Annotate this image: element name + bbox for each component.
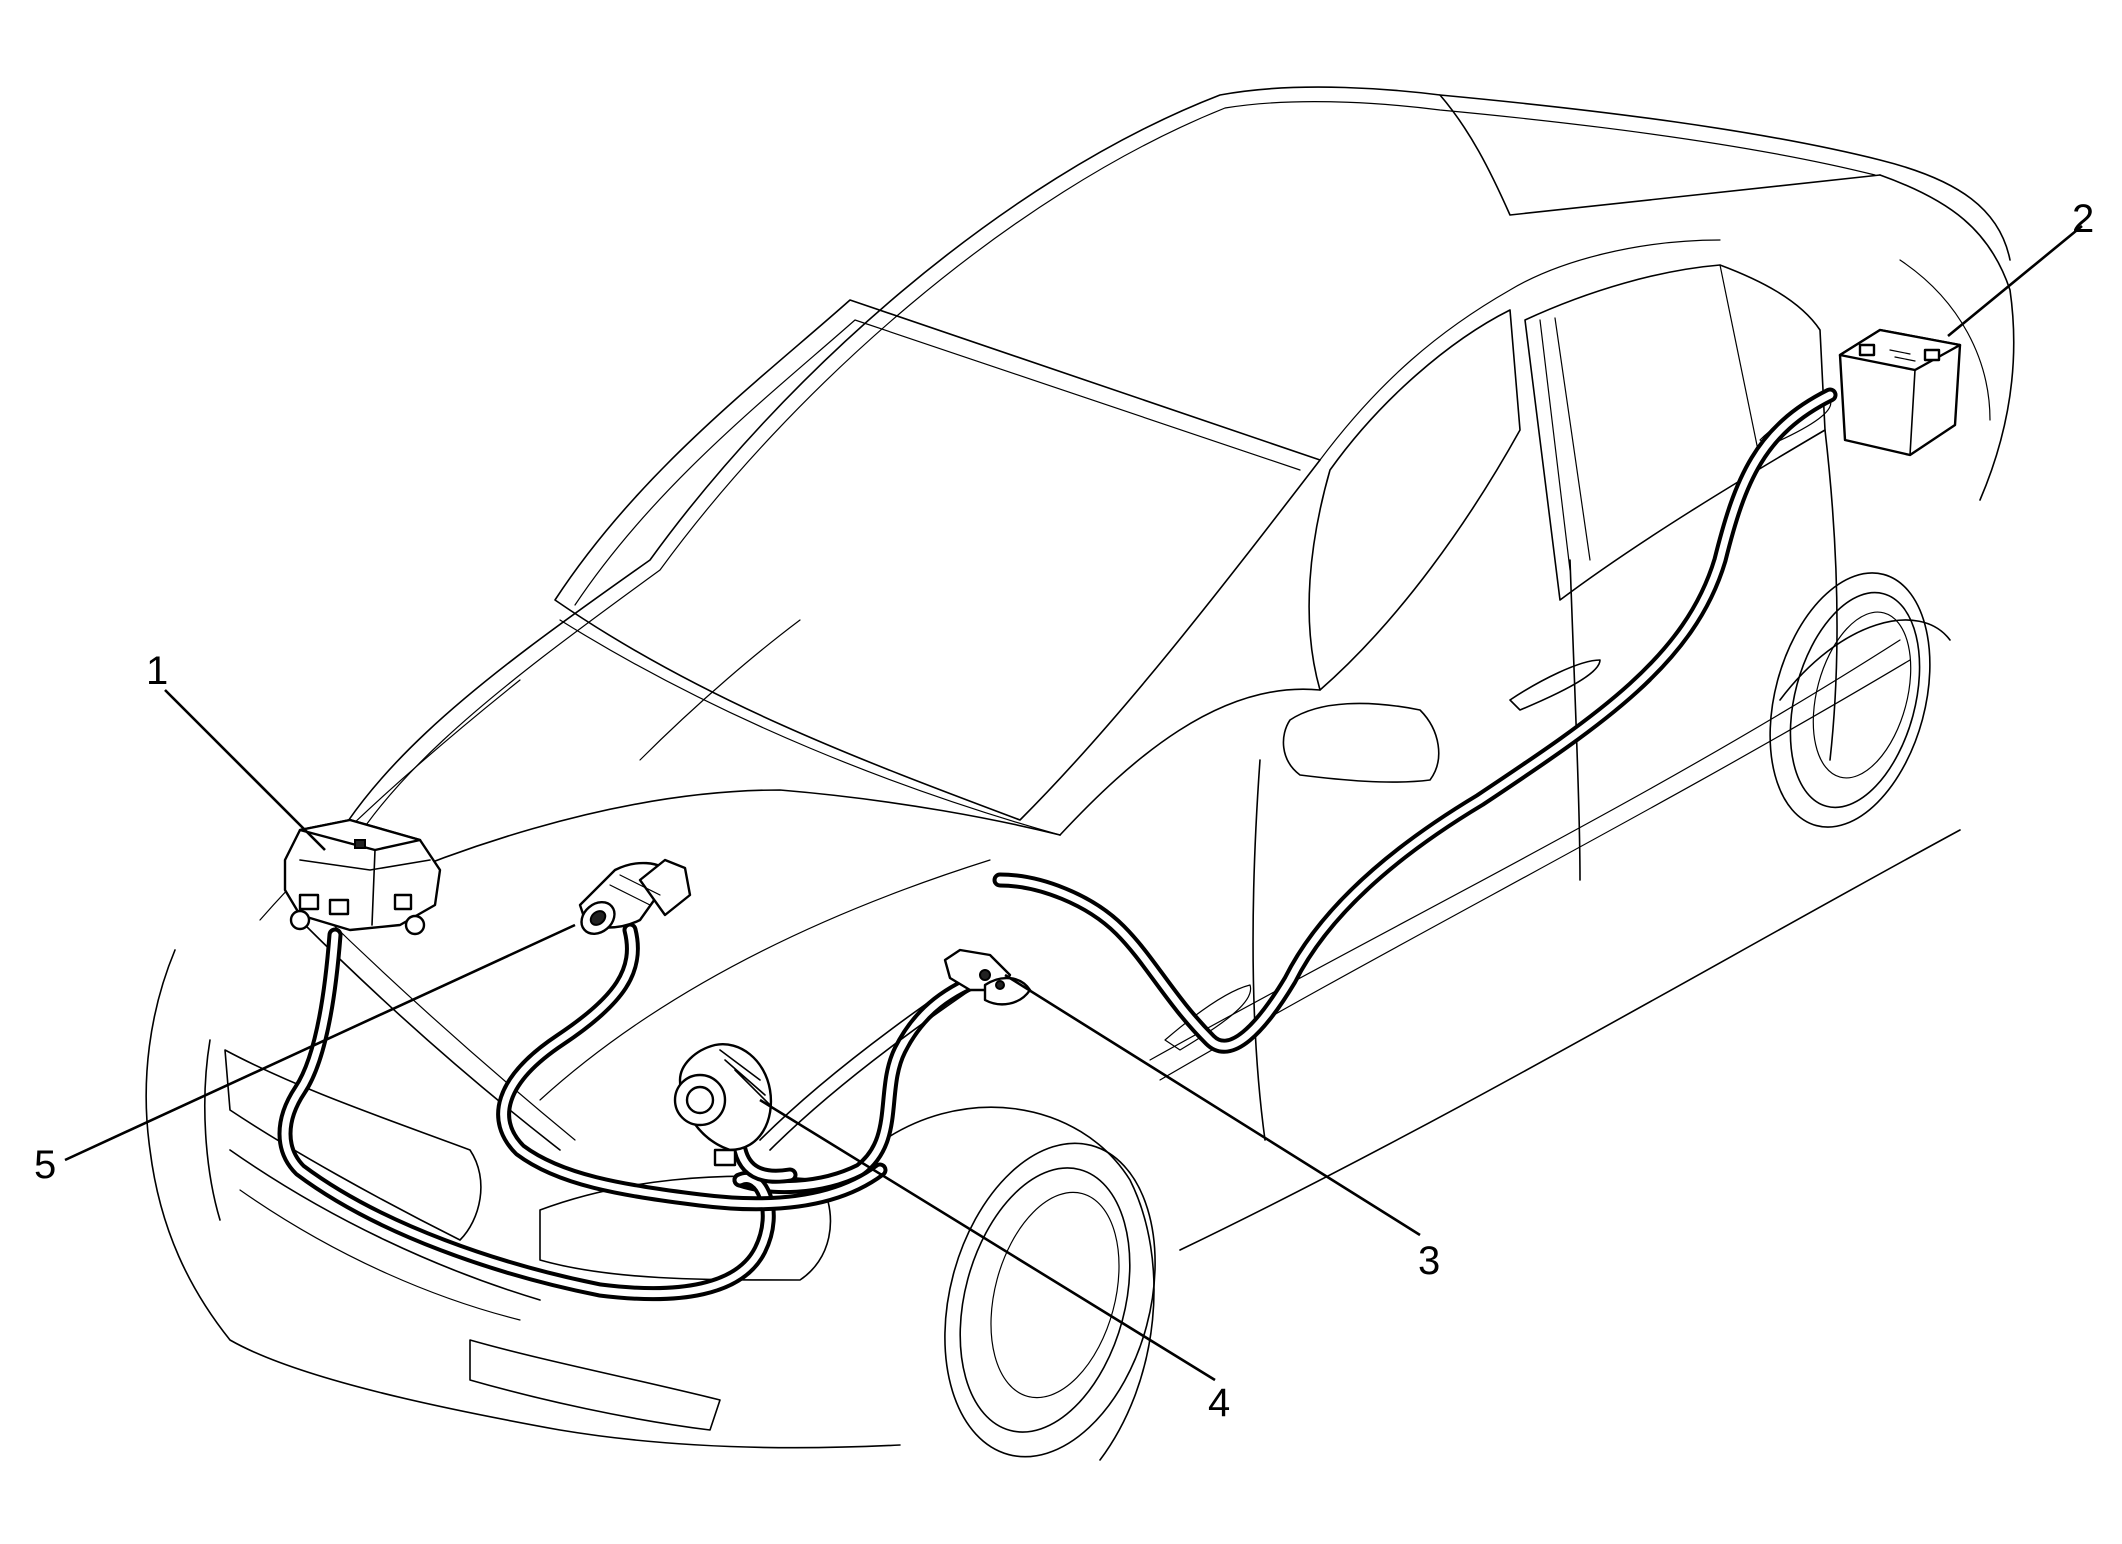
rear-wheel: [1769, 572, 1951, 828]
battery-icon: [1838, 328, 1962, 457]
wiring-harness: [277, 387, 1838, 1302]
front-wheel: [869, 1106, 1156, 1461]
fuse-block-icon: [283, 818, 442, 936]
callout-1: 1: [146, 649, 168, 693]
callout-2: 2: [2072, 197, 2094, 241]
ground-connection-icon: [943, 948, 1032, 1006]
callout-5: 5: [34, 1143, 56, 1187]
generator-icon: [673, 1043, 773, 1167]
callout-4: 4: [1208, 1381, 1230, 1425]
car-outline: [145, 86, 2015, 1461]
starter-motor-icon: [578, 858, 692, 935]
callout-3: 3: [1418, 1239, 1440, 1283]
leader-lines: [64, 224, 2083, 1382]
